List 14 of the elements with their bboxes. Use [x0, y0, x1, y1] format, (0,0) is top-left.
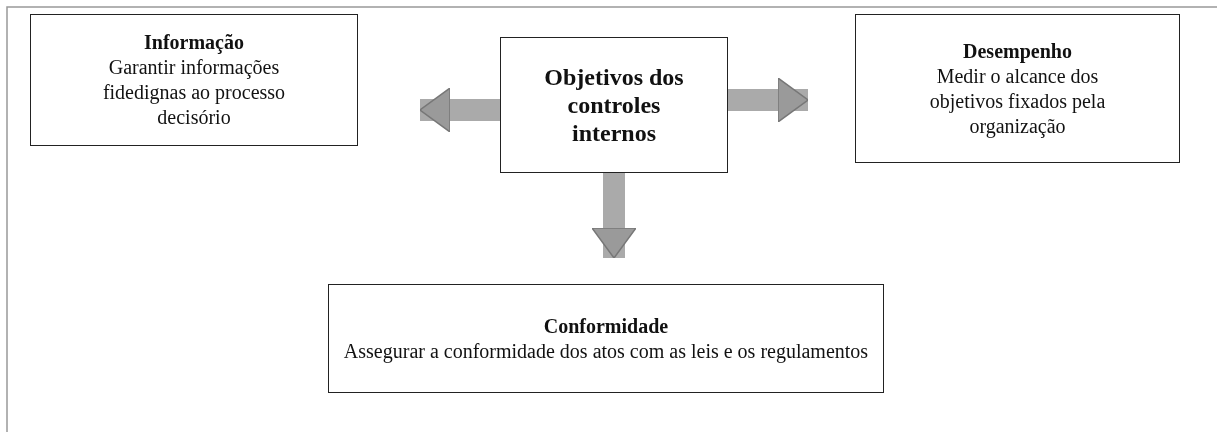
- objective-box: [30, 14, 358, 146]
- block-arrow: [728, 77, 809, 123]
- box-heading: Conformidade: [543, 313, 669, 339]
- block-arrow: [591, 173, 637, 259]
- block-arrow: [419, 87, 500, 133]
- box-description: Garantir informações fidedignas ao processo decisório: [101, 55, 287, 130]
- box-heading: Objetivos dos controles internos: [543, 63, 685, 147]
- central-box: [500, 37, 728, 173]
- box-description: Medir o alcance dos objetivos fixados pela organização: [928, 63, 1107, 139]
- objective-box: [855, 14, 1180, 163]
- box-description: Assegurar a conformidade dos atos com as leis e os regulamentos: [343, 338, 869, 364]
- objective-box: [328, 284, 884, 393]
- box-heading: Informação: [144, 30, 244, 55]
- box-heading: Desempenho: [963, 38, 1072, 64]
